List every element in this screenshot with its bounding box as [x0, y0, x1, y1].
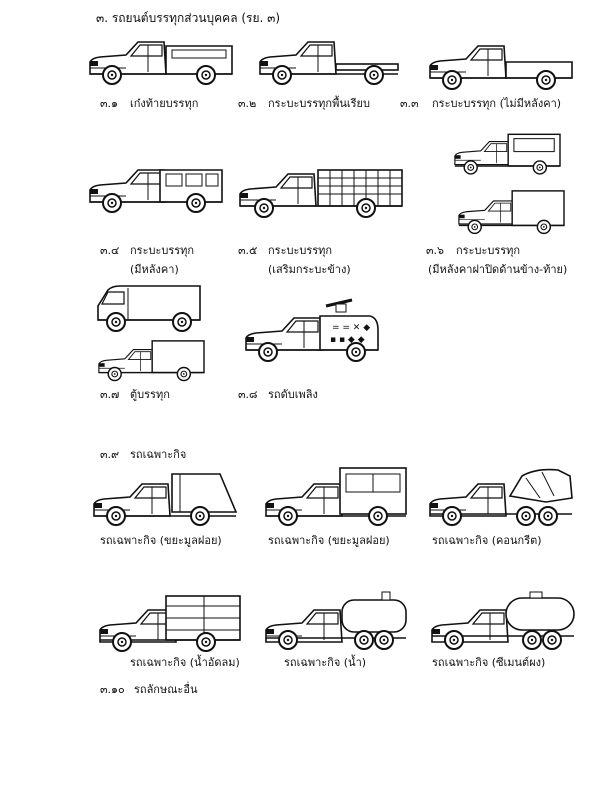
item-3-1-label: เก๋งท้ายบรรทุก [130, 97, 199, 110]
pickup-canopy-illustration [86, 32, 236, 87]
concrete-mixer-illustration [426, 462, 576, 526]
special-5-label: รถเฉพาะกิจ (น้ำ) [284, 656, 367, 669]
item-3-3-number: ๓.๓ [400, 97, 419, 110]
pickup-rails-illustration [236, 160, 406, 222]
water-tanker-illustration [262, 588, 412, 652]
item-3-8-label: รถดับเพลิง [268, 388, 318, 401]
special-4-label: รถเฉพาะกิจ (น้ำอัดลม) [130, 656, 240, 669]
item-3-1-number: ๓.๑ [100, 97, 118, 110]
section-heading: ๓. รถยนต์บรรทุกส่วนบุคคล (รย. ๓) [96, 11, 281, 25]
fire-truck-illustration: = = ✕ ◆ ▪ ▪ ◆ ◆ [242, 296, 382, 366]
pickup-closed-2-illustration [456, 188, 566, 238]
item-3-4-number: ๓.๔ [100, 244, 120, 257]
item-3-3-label: กระบะบรรทุก (ไม่มีหลังคา) [432, 97, 562, 110]
cement-tanker-illustration [428, 590, 578, 652]
item-3-5-number: ๓.๕ [238, 244, 258, 257]
svg-text:▪ ▪ ◆ ◆: ▪ ▪ ◆ ◆ [330, 335, 365, 345]
van-2-illustration [96, 338, 208, 384]
item-3-2-label: กระบะบรรทุกพื้นเรียบ [268, 97, 370, 110]
item-3-4-label2: (มีหลังคา) [130, 263, 179, 276]
item-3-9-label: รถเฉพาะกิจ [130, 448, 187, 461]
item-3-5-label2: (เสริมกระบะข้าง) [268, 263, 351, 276]
item-3-8-number: ๓.๘ [238, 388, 258, 401]
item-3-6-label: กระบะบรรทุก [456, 244, 521, 257]
flatbed-illustration [256, 32, 401, 87]
special-3-label: รถเฉพาะกิจ (คอนกรีต) [432, 534, 542, 547]
pickup-roof-illustration [86, 160, 226, 215]
item-3-6-label2: (มีหลังคาฝาปิดด้านข้าง-ท้าย) [428, 263, 568, 276]
item-3-2-number: ๓.๒ [238, 97, 257, 110]
item-3-5-label: กระบะบรรทุก [268, 244, 333, 257]
garbage-1-illustration [90, 466, 240, 526]
garbage-2-illustration [262, 464, 412, 526]
special-2-label: รถเฉพาะกิจ (ขยะมูลฝอย) [268, 534, 390, 547]
van-1-illustration [94, 282, 204, 332]
special-6-label: รถเฉพาะกิจ (ซีเมนต์ผง) [432, 656, 546, 669]
special-1-label: รถเฉพาะกิจ (ขยะมูลฝอย) [100, 534, 222, 547]
pickup-open-illustration [426, 40, 576, 92]
item-3-7-number: ๓.๗ [100, 388, 120, 401]
svg-text:= = ✕ ◆: = = ✕ ◆ [332, 323, 370, 333]
item-3-6-number: ๓.๖ [426, 244, 444, 257]
item-3-10-label: รถลักษณะอื่น [134, 683, 198, 696]
pickup-closed-1-illustration [452, 130, 564, 184]
item-3-10-number: ๓.๑๐ [100, 683, 125, 696]
soda-truck-illustration [96, 590, 246, 652]
item-3-7-label: ตู้บรรทุก [130, 388, 170, 401]
item-3-4-label: กระบะบรรทุก [130, 244, 195, 257]
item-3-9-number: ๓.๙ [100, 448, 120, 461]
